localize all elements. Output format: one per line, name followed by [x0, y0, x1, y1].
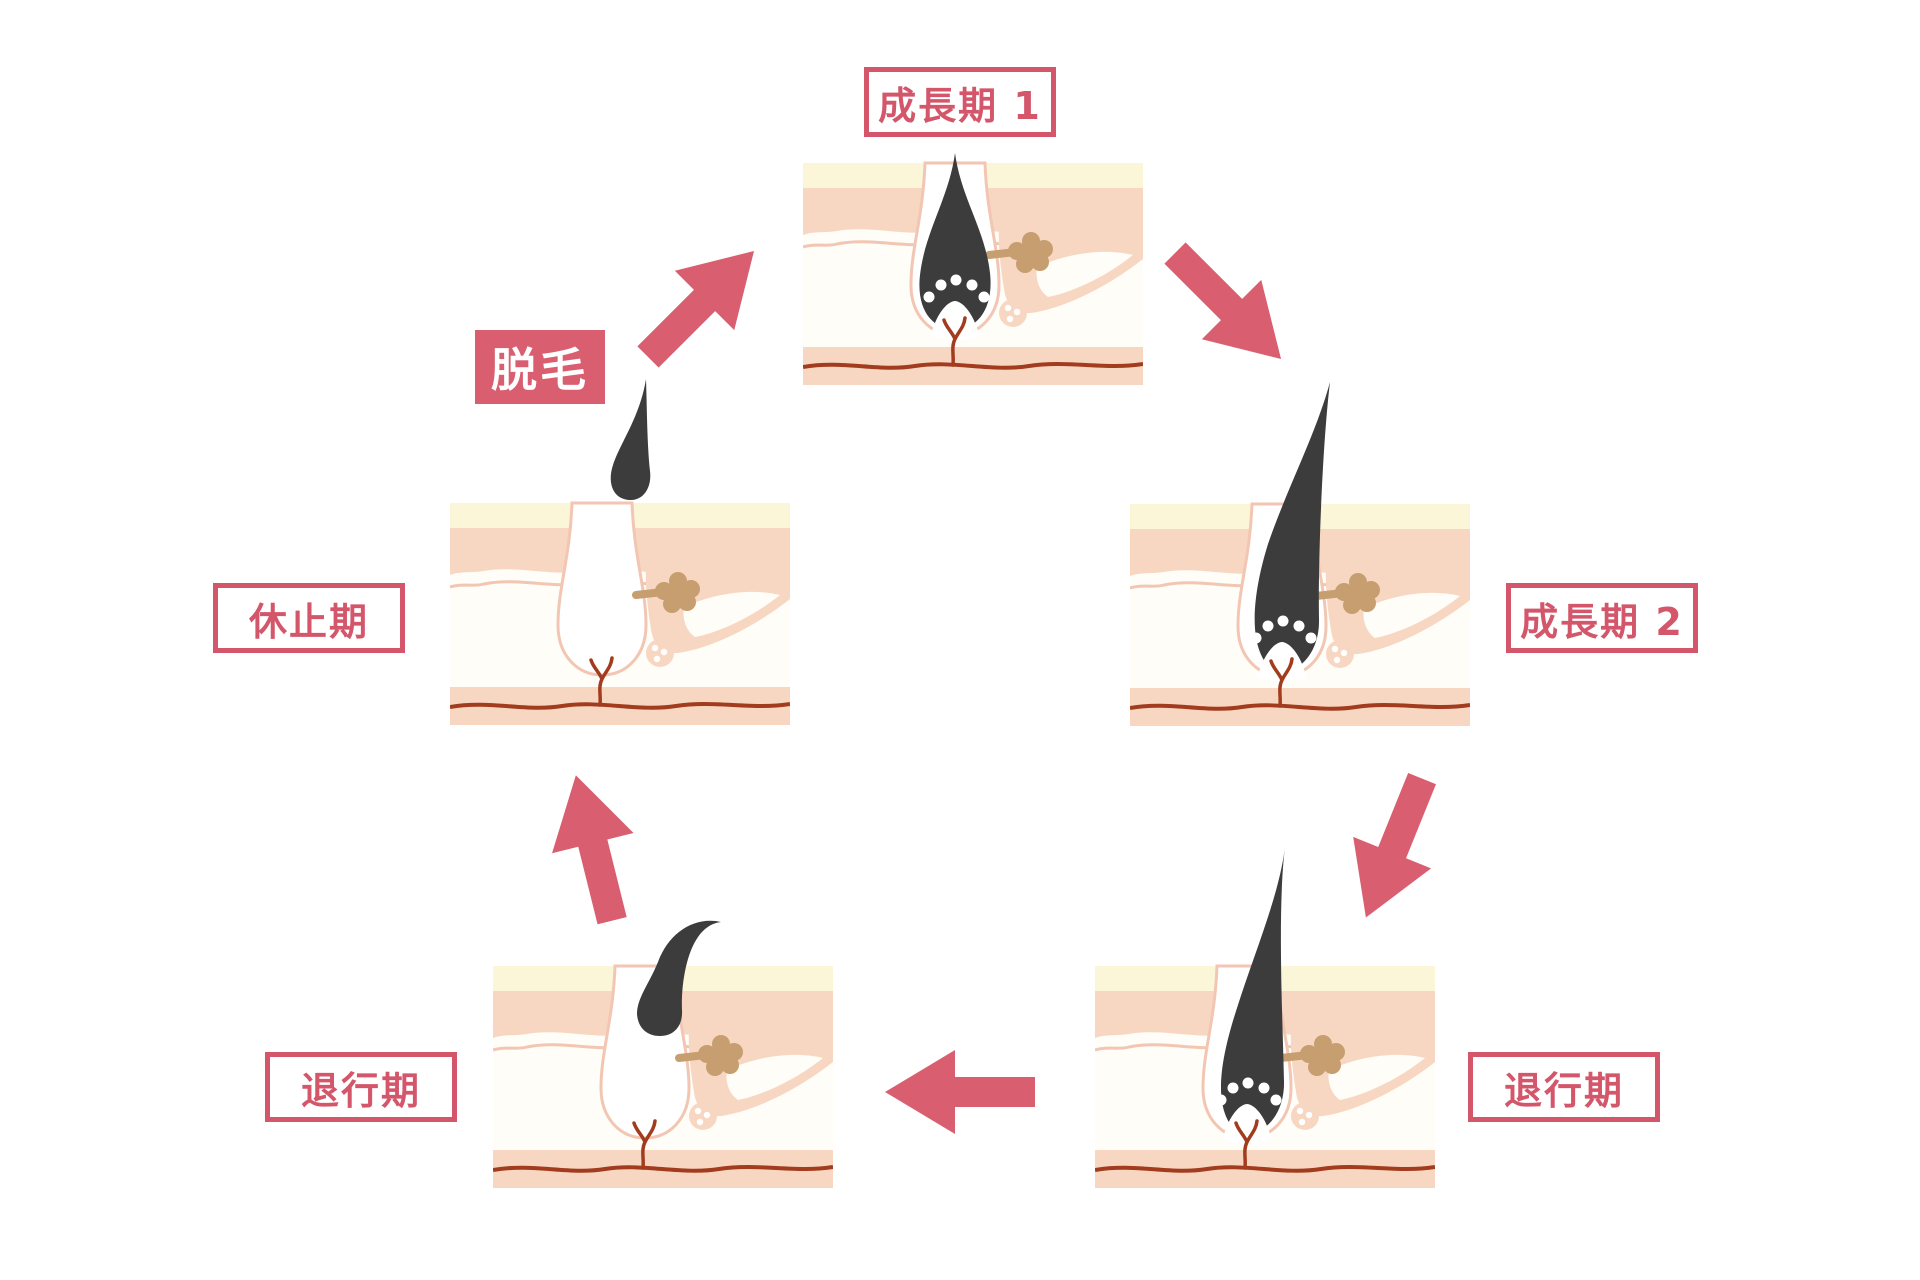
stage-label-telogen: 休止期 [213, 583, 405, 653]
stage-label-growth-2: 成長期 2 [1506, 583, 1698, 653]
arrow-telogen-to-growth-1 [616, 219, 786, 389]
skin-illustration-catagen-left [493, 920, 833, 1188]
stage-label-catagen-left: 退行期 [265, 1052, 457, 1122]
stage-label-catagen-right: 退行期 [1468, 1052, 1660, 1122]
skin-illustration-growth-1 [803, 153, 1143, 385]
skin-illustration-growth-2 [1130, 382, 1470, 726]
skin-illustration-telogen [450, 379, 790, 725]
arrow-growth-1-to-growth-2 [1143, 221, 1313, 391]
skin-illustration-catagen-right [1095, 847, 1435, 1188]
stage-label-growth-1: 成長期 1 [864, 67, 1056, 137]
shedding-badge: 脱毛 [475, 330, 605, 404]
arrow-catagen-right-to-catagen-left [885, 1047, 1035, 1137]
arrow-growth-2-to-catagen-right [1324, 762, 1464, 935]
arrow-catagen-left-to-telogen [532, 764, 656, 931]
